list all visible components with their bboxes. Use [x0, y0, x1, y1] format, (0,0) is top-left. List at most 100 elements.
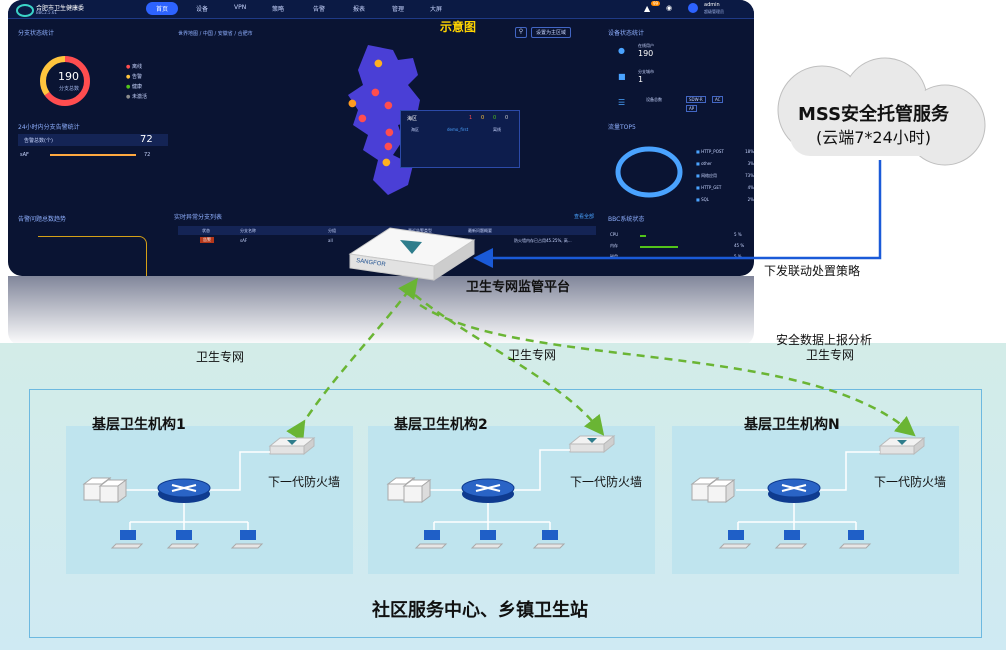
map-pin-icon[interactable]: ● — [374, 58, 383, 69]
bell-icon[interactable]: ◉ — [666, 4, 673, 12]
alarm-total-label: 告警总数(个) — [24, 138, 53, 144]
traffic-pct: 3% — [747, 161, 754, 166]
traffic-pct: 18% — [745, 149, 754, 154]
platform-brand: SANGFOR — [356, 258, 387, 268]
view-all-link[interactable]: 查看全部 — [574, 214, 595, 220]
branch-status-title: 分支状态统计 — [18, 30, 55, 37]
firewall-n-label: 下一代防火墙 — [874, 475, 947, 489]
pc-icon — [719, 529, 751, 549]
user-icon: ● — [618, 46, 625, 55]
nav-item-bigscreen[interactable]: 大屏 — [430, 6, 443, 13]
stat-total-label: 设备总数 — [646, 97, 662, 102]
col-summary: 最新问题概要 — [468, 228, 492, 233]
branch-count-label: 分支总数 — [59, 86, 80, 92]
map-pin-icon[interactable]: ● — [371, 87, 380, 98]
connector-line — [129, 500, 249, 530]
nav-item-devices[interactable]: 设备 — [196, 6, 209, 13]
device-stat-online: ● 在线用户 190 — [612, 42, 738, 60]
nav-item-manage[interactable]: 管理 — [392, 6, 405, 13]
policy-label: 下发联动处置策略 — [764, 264, 861, 278]
breadcrumb[interactable]: 世界地图 / 中国 / 安徽省 / 合肥市 — [178, 31, 253, 37]
alarm-row-label: sAF — [20, 152, 29, 158]
tag-ap: AP — [686, 105, 698, 112]
policy-arrow — [473, 160, 882, 268]
row-branch: sAF — [240, 238, 248, 243]
nav-item-vpn[interactable]: VPN — [234, 4, 247, 11]
legend-alarm: 告警 — [131, 74, 142, 80]
branch-count: 190 — [58, 70, 79, 83]
traffic-pct: 73% — [745, 173, 754, 178]
map-pin-icon[interactable]: ● — [384, 141, 393, 152]
device-stat-total: ☰ 设备总数 SDW-R AC AP — [612, 94, 738, 114]
bbc-mem-value: 45 % — [734, 243, 745, 248]
stat-online-value: 190 — [638, 49, 654, 58]
set-default-button[interactable]: 设置为主区域 — [531, 27, 572, 38]
popup-row-area: 海区 — [411, 127, 419, 132]
pc-icon — [111, 529, 143, 549]
map-pin-icon[interactable]: ● — [348, 98, 357, 109]
col-branch: 分支名称 — [240, 228, 256, 233]
traffic-name: HTTP_POST — [701, 149, 724, 154]
pc-icon — [775, 529, 807, 549]
row-summary: 防火墙内存已占用45.25%, 高... — [514, 238, 572, 243]
alert-icon[interactable]: ▲ — [644, 4, 651, 13]
bbc-mem-label: 内存 — [610, 243, 618, 248]
router-icon — [461, 478, 515, 504]
avatar[interactable] — [688, 3, 698, 13]
router-icon — [767, 478, 821, 504]
server-icon — [99, 479, 127, 503]
connector-line — [737, 500, 857, 530]
router-icon — [157, 478, 211, 504]
nav-item-alarm[interactable]: 告警 — [313, 6, 326, 13]
alert-badge: 99 — [651, 1, 661, 6]
connector-line — [433, 500, 551, 530]
platform-label: 卫生专网监管平台 — [466, 280, 571, 295]
link-to-inst-1 — [286, 277, 418, 442]
alarm-total-row: 告警总数(个) 72 — [18, 134, 168, 146]
firewall-device — [879, 437, 925, 455]
branch-donut — [40, 56, 90, 106]
popup-row-status: 离线 — [493, 127, 501, 132]
traffic-dot-icon: ■ — [696, 149, 702, 154]
nav-item-home[interactable]: 首页 — [146, 2, 179, 15]
map-title: 示意图 — [440, 20, 477, 34]
stat-online-label: 在线用户 — [638, 43, 654, 48]
network-label-3: 卫生专网 — [806, 348, 855, 362]
app-version: BBC2.5.61 — [36, 10, 57, 15]
bbc-row-cpu: CPU 5 % — [610, 232, 750, 240]
zone-box — [29, 389, 982, 638]
dashboard-topbar: 合肥市卫生健康委 BBC2.5.61 首页 设备 VPN 策略 告警 报表 管理… — [8, 0, 754, 19]
pc-icon — [415, 529, 447, 549]
app-title: 合肥市卫生健康委 — [36, 5, 85, 12]
traffic-dot-icon: ■ — [696, 185, 702, 190]
bbc-mem-bar — [640, 246, 678, 248]
institution-1-title: 基层卫生机构1 — [92, 417, 186, 433]
nav-item-policy[interactable]: 策略 — [272, 6, 285, 13]
user-role: 超级管理员 — [704, 9, 724, 14]
firewall-device — [569, 435, 615, 453]
map-pin-icon[interactable]: ● — [358, 113, 367, 124]
popup-row-branch[interactable]: demo_first — [447, 127, 469, 132]
nav-item-report[interactable]: 报表 — [353, 6, 366, 13]
bbc-cpu-value: 5 % — [734, 232, 742, 237]
connector-line — [210, 451, 270, 491]
alarm-total-value: 72 — [140, 134, 153, 145]
traffic-pct: 4% — [747, 185, 754, 190]
link-to-inst-n — [419, 303, 916, 437]
pc-icon — [167, 529, 199, 549]
alarm-24h-title: 24小时内分支告警统计 — [18, 124, 80, 131]
map-pin-icon[interactable]: ● — [384, 100, 393, 111]
bbc-cpu-label: CPU — [610, 232, 619, 237]
search-icon[interactable]: ⚲ — [515, 27, 527, 38]
connector-line — [514, 449, 570, 491]
report-label: 安全数据上报分析 — [776, 333, 873, 347]
user-name: admin — [704, 2, 720, 8]
traffic-title: 流量TOP5 — [608, 124, 636, 131]
bbc-cpu-bar — [640, 235, 646, 237]
col-alarm-type: 最近告警类型 — [408, 228, 432, 233]
link-to-inst-2 — [414, 294, 605, 436]
map-pin-icon[interactable]: ● — [382, 157, 391, 168]
map-pin-icon[interactable]: ● — [385, 127, 394, 138]
pc-icon — [533, 529, 565, 549]
